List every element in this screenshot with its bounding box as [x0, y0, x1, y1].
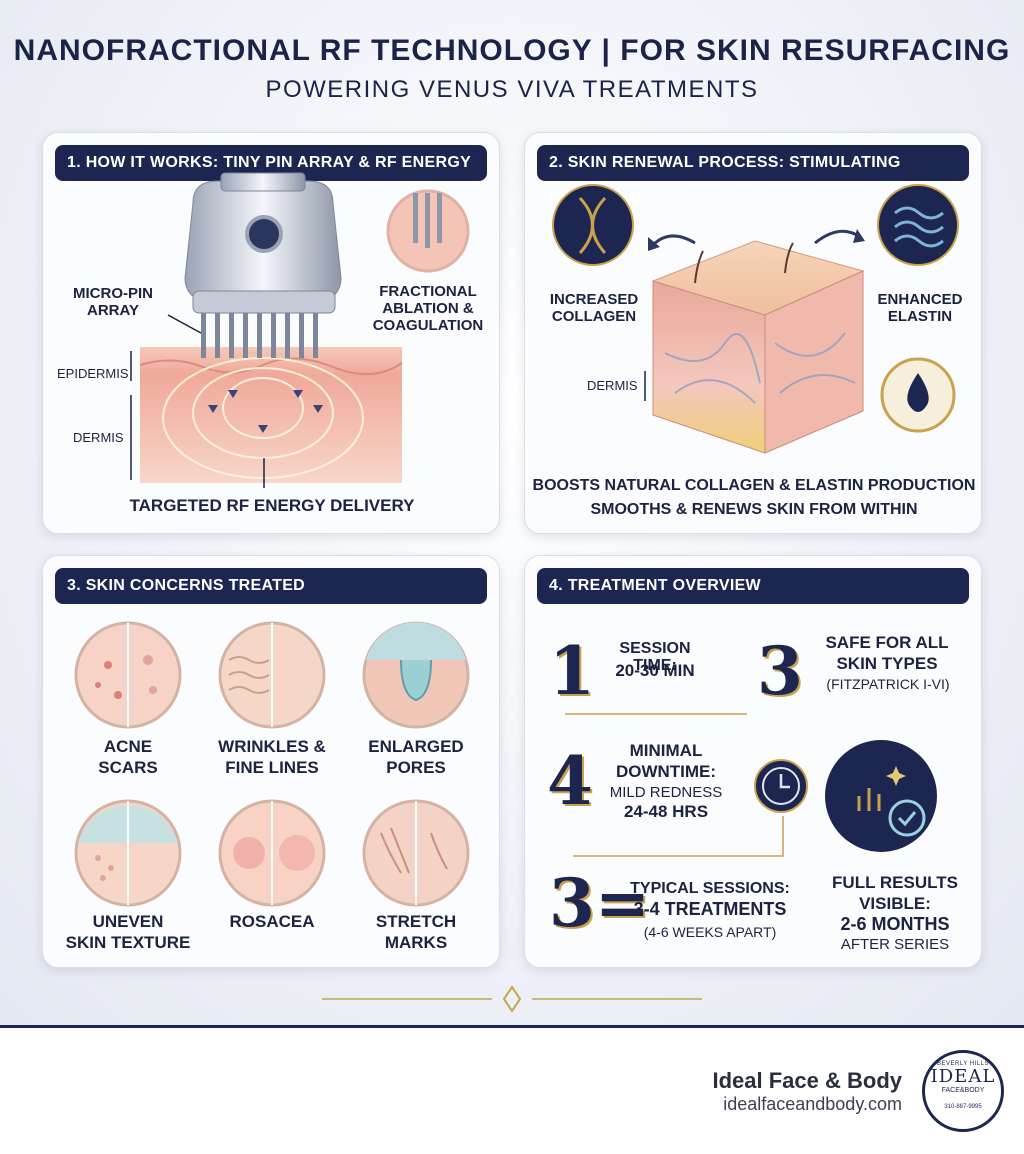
- divider-lines: [565, 713, 784, 857]
- pores-icon: [362, 621, 470, 729]
- panel-skin-concerns: 3. SKIN CONCERNS TREATED ACNE SCARS WRIN…: [42, 555, 500, 968]
- results-line3: 2-6 MONTHS: [840, 914, 950, 934]
- downtime-line1: MINIMAL: [629, 741, 703, 760]
- energy-arrows: [208, 390, 323, 433]
- micro-pins: [201, 313, 318, 358]
- concern-label: ENLARGED: [368, 737, 464, 756]
- concern-label: SKIN TEXTURE: [65, 933, 191, 952]
- downtime-line4: 24-48 HRS: [623, 802, 709, 821]
- panel-how-it-works: 1. HOW IT WORKS: TINY PIN ARRAY & RF ENE…: [42, 132, 500, 534]
- panel-heading: 1. HOW IT WORKS: TINY PIN ARRAY & RF ENE…: [55, 145, 487, 181]
- skin-cross-section: [140, 347, 402, 483]
- safe-line2: SKIN TYPES: [836, 654, 938, 673]
- page-title: NANOFRACTIONAL RF TECHNOLOGY | FOR SKIN …: [13, 34, 1011, 67]
- session-label: SESSION TIME:: [619, 640, 691, 674]
- sessions-line1: TYPICAL SESSIONS:: [630, 880, 790, 897]
- results-line1: FULL RESULTS: [832, 873, 958, 892]
- session-number: 1: [549, 632, 595, 710]
- sessions-line3: (4-6 WEEKS APART): [643, 924, 777, 940]
- sessions-line2: 3-4 TREATMENTS: [633, 899, 787, 919]
- downtime-line2: DOWNTIME:: [615, 762, 717, 781]
- panel-heading: 4. TREATMENT OVERVIEW: [537, 568, 969, 604]
- wrinkles-icon: [218, 621, 326, 729]
- concern-label: WRINKLES &: [218, 737, 326, 756]
- results-check-icon: [825, 740, 937, 852]
- renewal-caption-1: BOOSTS NATURAL COLLAGEN & ELASTIN PRODUC…: [532, 477, 976, 494]
- dermis-label: DERMIS: [587, 378, 638, 393]
- panel-treatment-overview: 4. TREATMENT OVERVIEW 1 SESSION TIME: 20…: [524, 555, 982, 968]
- device-button: [245, 215, 283, 253]
- dermis-label: DERMIS: [73, 430, 124, 445]
- panel-heading: 2. SKIN RENEWAL PROCESS: STIMULATING COL…: [537, 145, 969, 207]
- footer: Ideal Face & Body idealfaceandbody.com B…: [0, 1025, 1024, 1154]
- rosacea-icon: [218, 799, 326, 907]
- renewal-caption-2: SMOOTHS & RENEWS SKIN FROM WITHIN: [590, 501, 918, 518]
- skin-cube-illustration: [552, 184, 959, 454]
- concern-label: SCARS: [98, 758, 158, 777]
- concern-label: MARKS: [384, 933, 448, 952]
- elastin-label: ENHANCED ELASTIN: [877, 291, 963, 325]
- logo-main-text: IDEAL: [930, 1066, 996, 1087]
- panel-skin-renewal: 2. SKIN RENEWAL PROCESS: STIMULATING COL…: [524, 132, 982, 534]
- arrow-left: [651, 234, 696, 247]
- concern-label: ACNE: [103, 737, 153, 756]
- session-value: 20-30 MIN: [615, 661, 695, 680]
- downtime-number: 4: [547, 742, 593, 820]
- logo-phone-text: 310-887-9995: [944, 1104, 982, 1110]
- collagen-label: INCREASED COLLAGEN: [549, 291, 639, 325]
- acne-scars-icon: [74, 621, 182, 729]
- brand-logo: BEVERLY HILLS IDEAL FACE&BODY 310-887-99…: [922, 1050, 1004, 1132]
- stretch-marks-icon: [362, 799, 470, 907]
- concern-label: FINE LINES: [225, 758, 319, 777]
- safe-number: 3: [757, 632, 803, 710]
- clock-icon: [754, 759, 808, 813]
- brand-name: Ideal Face & Body: [712, 1068, 902, 1093]
- logo-sub-text: FACE&BODY: [941, 1087, 985, 1094]
- arrow-right: [814, 229, 861, 245]
- concern-label: PORES: [386, 758, 446, 777]
- panel-heading: 3. SKIN CONCERNS TREATED: [55, 568, 487, 604]
- safe-line3: (FITZPATRICK I-VI): [826, 676, 950, 692]
- rf-energy-waves: [162, 357, 364, 479]
- logo-top-text: BEVERLY HILLS: [937, 1061, 989, 1067]
- rf-device-illustration: [130, 172, 470, 488]
- concern-label: ROSACEA: [229, 912, 315, 931]
- gold-divider-ornament: [322, 985, 702, 1013]
- results-line4: AFTER SERIES: [840, 936, 950, 953]
- page-subtitle: POWERING VENUS VIVA TREATMENTS: [265, 76, 759, 103]
- texture-icon: [74, 799, 182, 907]
- sessions-number: 3=: [549, 864, 651, 942]
- downtime-line3: MILD REDNESS: [609, 784, 723, 801]
- concern-label: UNEVEN: [92, 912, 164, 931]
- concern-label: STRETCH: [375, 912, 457, 931]
- rf-caption: TARGETED RF ENERGY DELIVERY: [129, 496, 415, 515]
- safe-line1: SAFE FOR ALL: [825, 633, 949, 652]
- brand-url[interactable]: idealfaceandbody.com: [723, 1094, 902, 1114]
- micro-pin-label: MICRO-PIN ARRAY: [73, 285, 153, 319]
- epidermis-label: EPIDERMIS: [57, 366, 129, 381]
- fractional-label: FRACTIONAL ABLATION & COAGULATION: [372, 283, 484, 334]
- results-line2: VISIBLE:: [859, 894, 931, 913]
